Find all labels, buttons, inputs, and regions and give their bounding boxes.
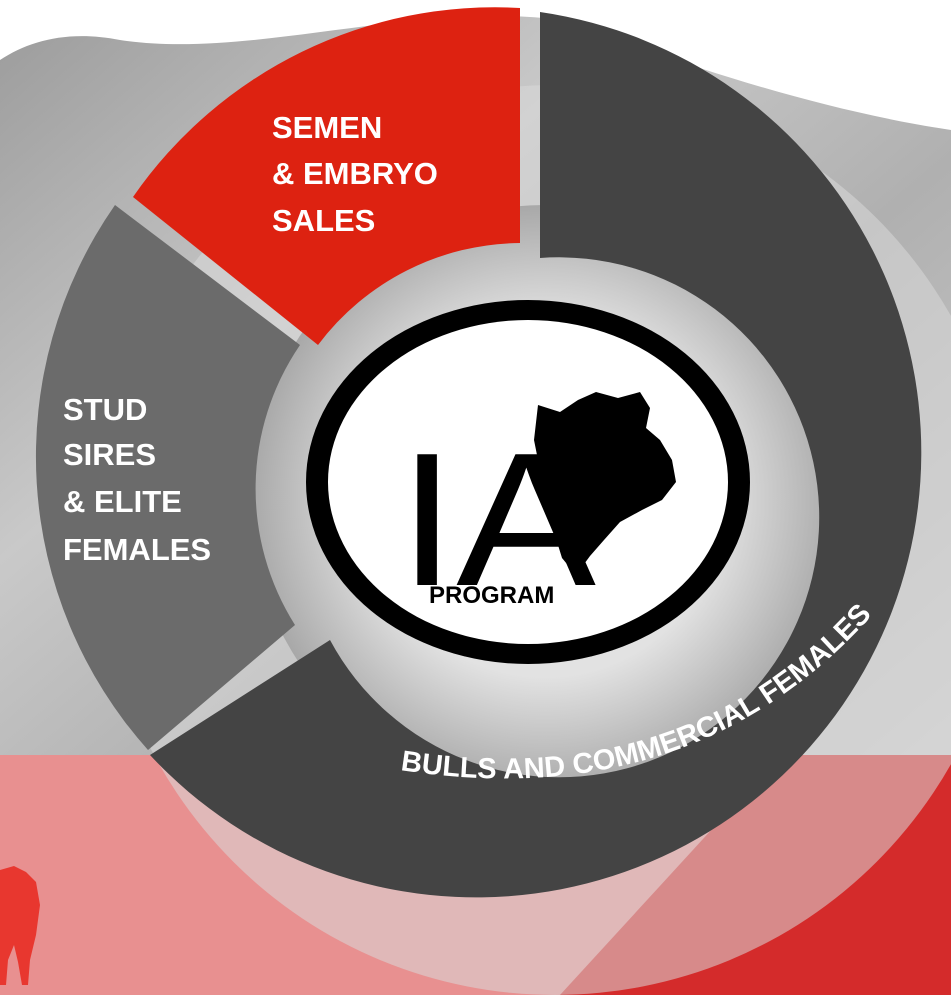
label-stud-sires: STUD SIRES & ELITE FEMALES [63,392,211,567]
segment-semen-embryo[interactable] [133,7,520,345]
stud-line-2: SIRES [63,437,156,472]
stud-line-3: & ELITE [63,484,182,519]
center-logo: IA PROGRAM [306,300,750,664]
stud-line-1: STUD [63,392,147,427]
background-top-white [0,0,951,130]
semen-line-2: & EMBRYO [272,156,438,191]
segment-bulls-commercial[interactable] [150,12,922,898]
semen-line-1: SEMEN [272,110,382,145]
cow-head-icon [534,392,676,575]
label-semen-embryo: SEMEN & EMBRYO SALES [272,110,447,238]
stud-line-4: FEMALES [63,532,211,567]
segment-stud-sires[interactable] [35,205,300,750]
logo-subtitle: PROGRAM [429,582,554,609]
cow-silhouette-icon [0,866,40,985]
semen-line-3: SALES [272,203,375,238]
